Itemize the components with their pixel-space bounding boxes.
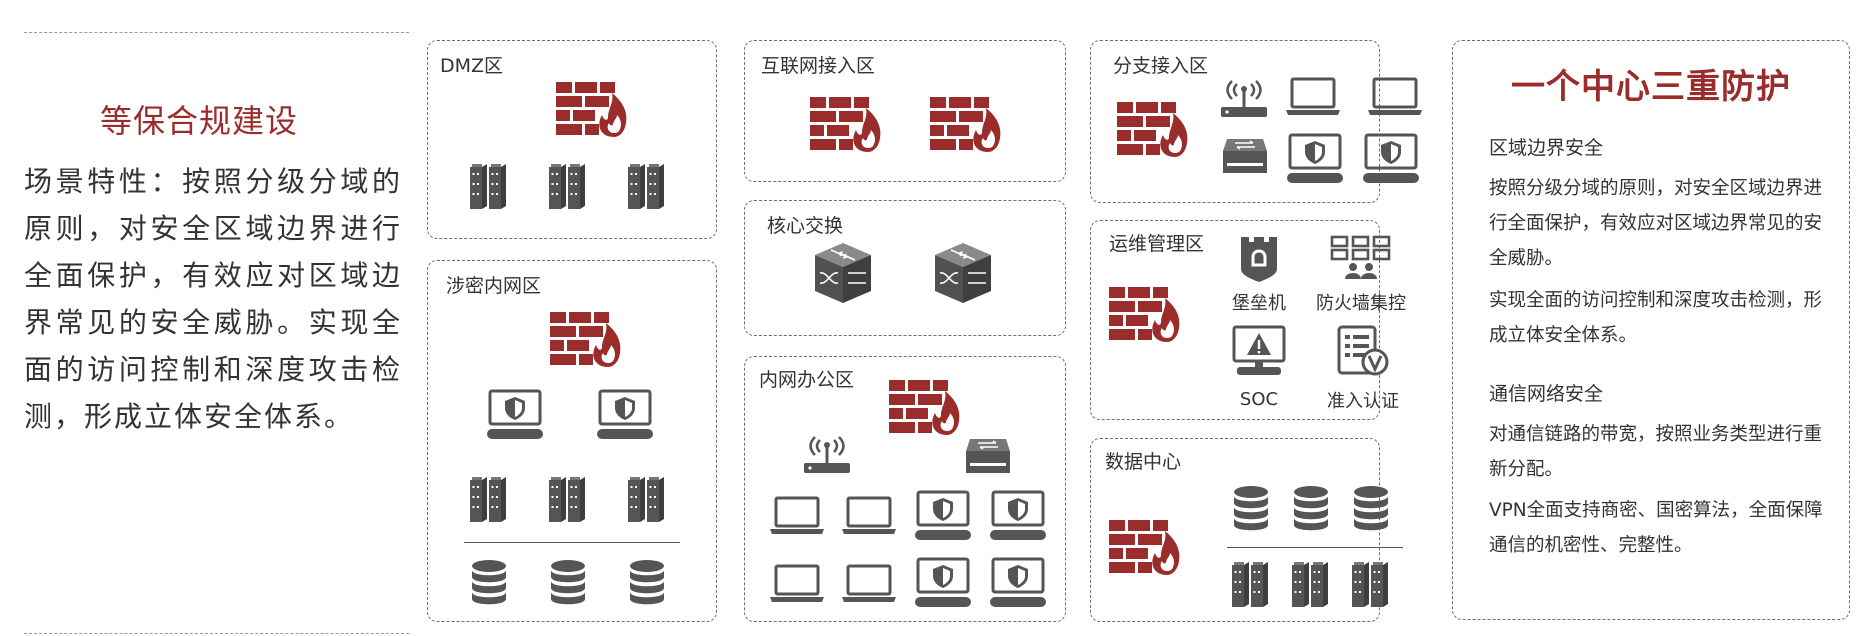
server-icon [627, 163, 667, 211]
bottom-divider [24, 633, 409, 634]
wifi-router-icon [1219, 79, 1269, 119]
secure-monitor-icon [485, 389, 545, 441]
secure-monitor-icon [1285, 133, 1345, 185]
soc-label: SOC [1239, 389, 1279, 410]
left-description: 场景特性：按照分级分域的原则，对安全区域边界进行全面保护，有效应对区域边界常见的… [24, 165, 402, 433]
fw-central-label: 防火墙集控 [1316, 293, 1406, 314]
laptop-icon [1367, 77, 1423, 117]
secure-monitor-icon [1361, 133, 1421, 185]
database-icon [1351, 485, 1391, 533]
grid-control-icon [1329, 235, 1393, 283]
zone-branch-label: 分支接入区 [1113, 55, 1209, 77]
nac-label: 准入认证 [1327, 391, 1399, 412]
zone-office-label: 内网办公区 [759, 369, 855, 391]
wifi-router-icon [802, 435, 852, 475]
section-network-heading: 通信网络安全 [1489, 383, 1604, 405]
zone-ops-management: 运维管理区 堡垒机 防火墙集控 SOC 准入认证 [1090, 220, 1406, 420]
secure-monitor-icon [988, 490, 1048, 542]
firewall-icon [889, 379, 961, 435]
database-icon [1231, 485, 1271, 533]
firewall-icon [1109, 519, 1181, 575]
laptop-icon [769, 496, 825, 536]
nac-icon [1335, 325, 1391, 377]
server-icon [548, 163, 588, 211]
zone-secret-intranet: 涉密内网区 [427, 260, 717, 622]
database-icon [548, 559, 588, 607]
laptop-icon [769, 564, 825, 604]
secure-monitor-icon [913, 490, 973, 542]
laptop-icon [1285, 77, 1341, 117]
zone-core-label: 核心交换 [767, 215, 844, 237]
section-network-text-1: 对通信链路的带宽，按照业务类型进行重新分配。 [1489, 424, 1823, 480]
database-icon [1291, 485, 1331, 533]
protection-panel: 一个中心三重防护 区域边界安全 按照分级分域的原则，对安全区域边界进行全面保护，… [1452, 40, 1850, 620]
top-divider [24, 32, 409, 33]
server-icon [627, 476, 667, 524]
divider-line [464, 542, 680, 543]
zone-dmz-label: DMZ区 [440, 55, 504, 77]
zone-datacenter-label: 数据中心 [1105, 451, 1182, 473]
secure-monitor-icon [913, 557, 973, 609]
firewall-icon [930, 96, 1002, 152]
laptop-icon [841, 564, 897, 604]
panel-title: 一个中心三重防护 [1511, 67, 1791, 107]
secure-monitor-icon [595, 389, 655, 441]
divider-line [1227, 547, 1403, 548]
server-icon [469, 476, 509, 524]
warning-monitor-icon [1229, 325, 1289, 377]
database-icon [469, 559, 509, 607]
zone-dmz: DMZ区 [427, 40, 717, 239]
secure-monitor-icon [988, 557, 1048, 609]
section-boundary-text-1: 按照分级分域的原则，对安全区域边界进行全面保护，有效应对区域边界常见的安全威胁。 [1489, 178, 1823, 269]
zone-branch-access: 分支接入区 [1090, 40, 1380, 203]
server-icon [548, 476, 588, 524]
section-boundary-heading: 区域边界安全 [1489, 137, 1604, 159]
core-switch-icon [807, 241, 879, 305]
zone-core-switching: 核心交换 [744, 200, 1066, 336]
server-icon [1351, 561, 1391, 609]
firewall-icon [1109, 286, 1181, 342]
switch-icon [964, 437, 1012, 477]
switch-icon [1221, 137, 1269, 177]
server-icon [469, 163, 509, 211]
zone-office-intranet: 内网办公区 [744, 356, 1066, 622]
zone-data-center: 数据中心 [1090, 438, 1403, 622]
server-icon [1291, 561, 1331, 609]
laptop-icon [841, 496, 897, 536]
section-boundary-text-2: 实现全面的访问控制和深度攻击检测，形成立体安全体系。 [1489, 290, 1823, 346]
database-icon [627, 559, 667, 607]
server-icon [1231, 561, 1271, 609]
core-switch-icon [927, 241, 999, 305]
zone-secret-label: 涉密内网区 [446, 275, 542, 297]
firewall-icon [1117, 101, 1189, 157]
firewall-icon [556, 81, 628, 137]
bastion-label: 堡垒机 [1232, 293, 1286, 314]
section-network-text-2: VPN全面支持商密、国密算法，全面保障通信的机密性、完整性。 [1489, 500, 1823, 556]
bastion-icon [1237, 235, 1281, 283]
firewall-icon [810, 96, 882, 152]
zone-ops-label: 运维管理区 [1109, 233, 1205, 255]
firewall-icon [550, 311, 622, 367]
left-title: 等保合规建设 [100, 102, 299, 140]
zone-internet-label: 互联网接入区 [761, 55, 876, 77]
zone-internet-access: 互联网接入区 [744, 40, 1066, 182]
